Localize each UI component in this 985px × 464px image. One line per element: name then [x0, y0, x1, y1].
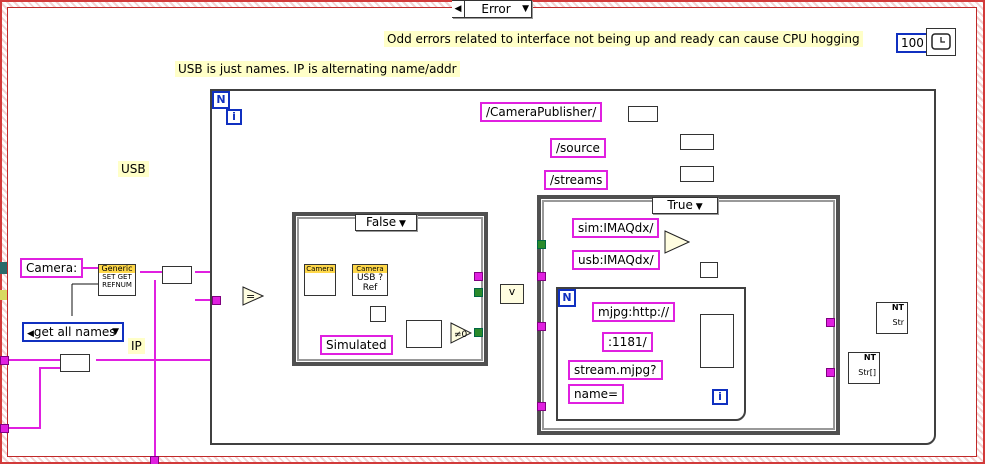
usb-imaqdx-constant[interactable]: usb:IMAQdx/: [572, 250, 660, 270]
tunnel-j: [212, 296, 221, 305]
camera-node-1[interactable]: Camera: [304, 264, 336, 296]
decrement-arrow-icon[interactable]: ◀: [452, 1, 465, 17]
source-constant[interactable]: /source: [550, 138, 606, 158]
concat-node-5[interactable]: [700, 314, 734, 368]
ip-label: IP: [128, 338, 145, 354]
inner-case-selector-1[interactable]: False ▼: [355, 214, 417, 231]
nt-str-label: Str: [892, 318, 904, 327]
tunnel-g: [537, 402, 546, 411]
nt-label-2: NT: [863, 353, 876, 362]
usb-ip-comment: USB is just names. IP is alternating nam…: [175, 61, 460, 77]
nt-put-string-array-node[interactable]: NT Str[]: [848, 352, 880, 384]
left-tunnel-ip2: [0, 424, 9, 433]
enum-value: get all names: [33, 325, 116, 339]
search-string-node[interactable]: [406, 320, 442, 348]
property-node-title: Generic: [99, 265, 135, 273]
enum-constant[interactable]: ◀get all names▼: [22, 322, 124, 342]
property-node-line1: SET GET: [102, 273, 132, 281]
camera-node-2-title: Camera: [353, 265, 387, 273]
clock-icon: [931, 33, 951, 50]
inner-case-1-value: False: [366, 215, 397, 229]
camera-publisher-constant[interactable]: /CameraPublisher/: [480, 102, 603, 122]
cpu-hogging-comment: Odd errors related to interface not bein…: [384, 31, 863, 47]
tunnel-b: [474, 288, 483, 297]
tunnel-f: [537, 322, 546, 331]
usb-label: USB: [118, 161, 149, 177]
camera-node-2-usb: USB ?: [356, 273, 384, 283]
wait-ms-constant[interactable]: 100: [896, 33, 928, 53]
inner-case-selector-2[interactable]: True ▼: [652, 197, 718, 214]
case-selector-label: Error: [481, 2, 511, 16]
name-eq-constant[interactable]: name=: [568, 384, 625, 404]
nt-put-string-node[interactable]: NT Str: [876, 302, 908, 334]
left-tunnel-ip: [0, 356, 9, 365]
decimate-array-node[interactable]: [60, 354, 90, 372]
enum-dropdown-icon: ▼: [112, 327, 119, 337]
concat-node-3[interactable]: [680, 166, 714, 182]
camera-node-1-title: Camera: [305, 265, 335, 273]
stream-mjpg-constant[interactable]: stream.mjpg?: [568, 360, 663, 380]
tunnel-k: [150, 456, 159, 464]
type-cast-node[interactable]: [370, 306, 386, 322]
sim-imaqdx-constant[interactable]: sim:IMAQdx/: [572, 218, 660, 238]
camera-node-2-ref: Ref: [362, 283, 378, 293]
tunnel-i: [826, 368, 835, 377]
index-array-node[interactable]: [162, 266, 192, 284]
dropdown-arrow-icon[interactable]: ▼: [522, 4, 529, 14]
concat-node-4[interactable]: [700, 262, 718, 278]
inner-case-2-arrow-icon: ▼: [692, 202, 703, 212]
tunnel-a: [474, 272, 483, 281]
enum-arrow-icon: ◀: [27, 329, 34, 339]
inner-case-1-arrow-icon: ▼: [396, 219, 406, 229]
loop-count-terminal[interactable]: N: [212, 91, 230, 109]
inner-loop-count-terminal[interactable]: N: [558, 289, 576, 307]
left-tunnel-refnum: [0, 262, 7, 274]
not-equal-zero-node[interactable]: ≠0: [450, 322, 473, 344]
left-tunnel-error: [0, 290, 7, 300]
or-node[interactable]: v: [500, 284, 524, 304]
nt-str-array-label: Str[]: [858, 368, 876, 377]
tunnel-c: [474, 328, 483, 337]
wait-timer-node[interactable]: [926, 28, 956, 56]
tunnel-e: [537, 272, 546, 281]
camera-node-2[interactable]: Camera USB ? Ref: [352, 264, 388, 296]
nt-label-1: NT: [891, 303, 904, 312]
port-constant[interactable]: :1181/: [602, 332, 653, 352]
tunnel-d: [537, 240, 546, 249]
simulated-constant[interactable]: Simulated: [320, 335, 393, 355]
svg-text:≠0: ≠0: [454, 330, 468, 340]
svg-text:=: =: [246, 290, 255, 303]
tunnel-h: [826, 318, 835, 327]
equals-node[interactable]: =: [242, 286, 265, 306]
inner-case-2-value: True: [667, 198, 693, 212]
select-node[interactable]: [664, 230, 691, 254]
loop-iteration-terminal: i: [226, 109, 242, 125]
mjpg-http-constant[interactable]: mjpg:http://: [592, 302, 676, 322]
camera-prefix-constant[interactable]: Camera:: [20, 258, 84, 278]
streams-constant[interactable]: /streams: [544, 170, 609, 190]
case-selector[interactable]: ◀ Error ▼: [452, 0, 532, 18]
property-node[interactable]: Generic SET GET REFNUM: [98, 264, 136, 296]
concat-node-1[interactable]: [628, 106, 658, 122]
property-node-line2: REFNUM: [102, 281, 132, 289]
inner-loop-iteration-terminal: i: [712, 389, 728, 405]
concat-node-2[interactable]: [680, 134, 714, 150]
